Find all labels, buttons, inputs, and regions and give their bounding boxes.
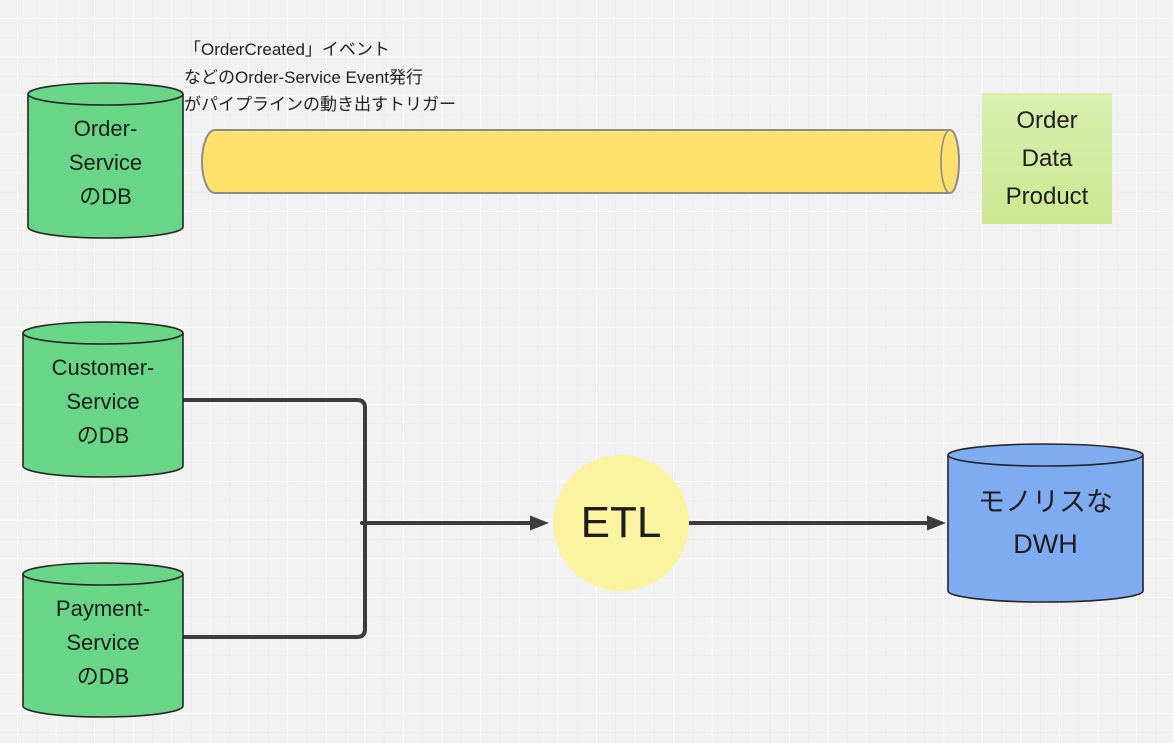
customer-service-db-cylinder[interactable]: [22, 321, 184, 478]
cylinder-body[interactable]: [947, 443, 1144, 603]
sticky-note-sheen: [982, 93, 1112, 224]
arrowhead-to-dwh: [927, 515, 946, 531]
order-service-db-cylinder[interactable]: [27, 82, 184, 239]
pipe-end-cap: [940, 129, 960, 194]
arrowhead-to-etl: [530, 515, 549, 531]
cylinder-top-rim: [947, 454, 1144, 467]
cylinder-top-rim: [22, 332, 184, 345]
cylinder-body[interactable]: [22, 321, 184, 478]
dwh-cylinder[interactable]: [947, 443, 1144, 603]
etl-circle[interactable]: [553, 455, 689, 591]
pipe-body[interactable]: [201, 129, 960, 194]
connector-db-merge-bracket[interactable]: [181, 398, 367, 639]
event-pipeline-pipe[interactable]: [201, 129, 960, 194]
cylinder-top-rim: [22, 573, 184, 586]
order-data-product-note[interactable]: [982, 93, 1112, 224]
payment-service-db-cylinder[interactable]: [22, 562, 184, 718]
cylinder-body[interactable]: [27, 82, 184, 239]
cylinder-top-rim: [27, 93, 184, 106]
cylinder-body[interactable]: [22, 562, 184, 718]
